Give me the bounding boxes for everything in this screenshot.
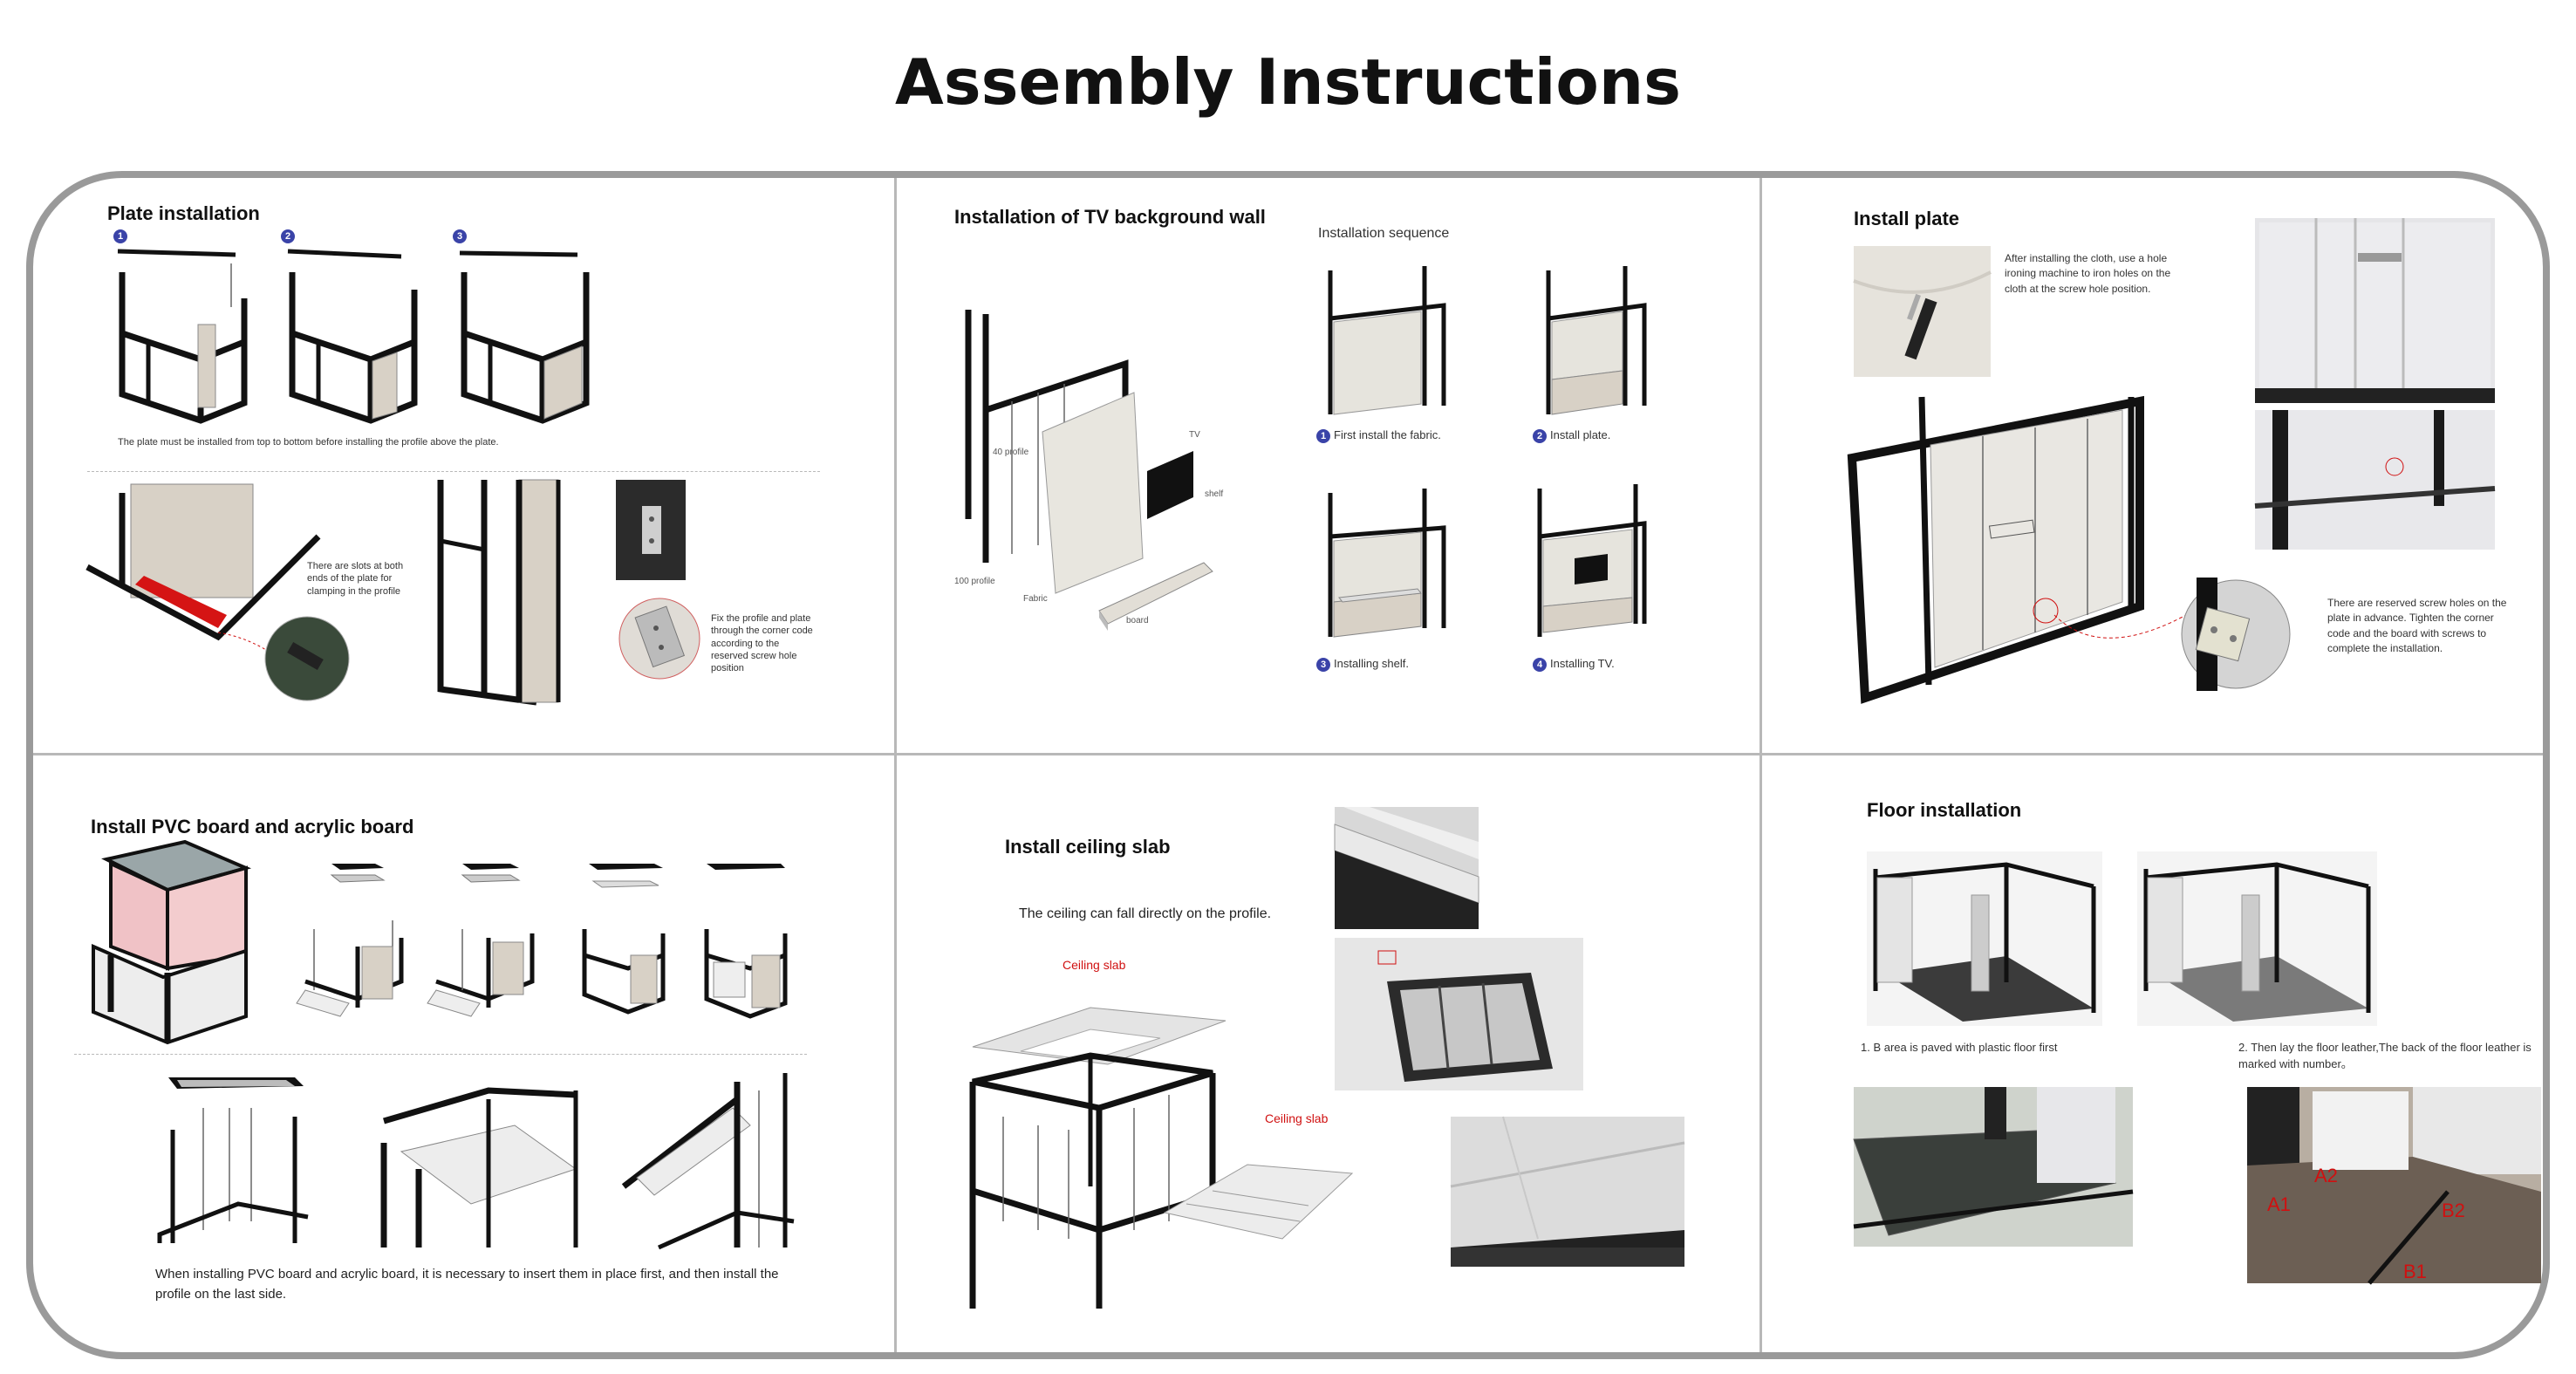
plate-slot-detail-drawing bbox=[87, 484, 375, 711]
cloth-ironing-photo bbox=[1854, 246, 1991, 377]
page-title: Assembly Instructions bbox=[0, 45, 2576, 119]
divider-row bbox=[33, 753, 2543, 755]
pvc-detail-3-drawing bbox=[615, 1073, 798, 1248]
plate-step-badge-1: 1 bbox=[113, 229, 131, 244]
ceiling-exploded-drawing bbox=[960, 977, 1352, 1309]
label-shelf: shelf bbox=[1205, 489, 1223, 499]
ceiling-note: The ceiling can fall directly on the pro… bbox=[1019, 904, 1271, 925]
plate-step-2-drawing bbox=[284, 246, 423, 429]
plate-step-3-drawing bbox=[455, 246, 595, 429]
floor-photo-2 bbox=[2247, 1087, 2541, 1283]
floor-note-1: 1. B area is paved with plastic floor fi… bbox=[1861, 1040, 2057, 1056]
ceiling-photo-2 bbox=[1335, 938, 1583, 1090]
plate-step-badge-2: 2 bbox=[281, 229, 298, 244]
plate-installation-title: Plate installation bbox=[107, 202, 260, 225]
pvc-step-3-drawing bbox=[580, 859, 667, 1025]
install-plate-title: Install plate bbox=[1854, 208, 1959, 230]
plate-step-badge-3: 3 bbox=[453, 229, 470, 244]
floor-note-2: 2. Then lay the floor leather,The back o… bbox=[2238, 1040, 2552, 1073]
plate-photo-top bbox=[2255, 218, 2495, 403]
floor-marker-b2: B2 bbox=[2442, 1200, 2465, 1222]
ceiling-photo-3 bbox=[1451, 1117, 1684, 1267]
installation-sequence-title: Installation sequence bbox=[1318, 223, 1449, 243]
floor-photo-1 bbox=[1854, 1087, 2133, 1247]
label-100-profile: 100 profile bbox=[954, 577, 995, 586]
pvc-step-2-drawing bbox=[427, 859, 541, 1025]
plate-step-1-drawing bbox=[113, 246, 253, 429]
plate-photo-bottom bbox=[2255, 410, 2495, 550]
pvc-step-4-drawing bbox=[698, 859, 794, 1025]
install-plate-note-cloth: After installing the cloth, use a hole i… bbox=[2005, 251, 2188, 297]
tv-seq-2-drawing bbox=[1540, 266, 1671, 419]
corner-code-photo-small bbox=[616, 480, 686, 580]
install-plate-note-screw: There are reserved screw holes on the pl… bbox=[2327, 596, 2511, 657]
ceiling-photo-1 bbox=[1335, 807, 1479, 929]
divider-col-2 bbox=[1759, 178, 1762, 1352]
pvc-title: Install PVC board and acrylic board bbox=[91, 816, 413, 838]
plate-note-slots: There are slots at both ends of the plat… bbox=[307, 560, 407, 598]
ceiling-slab-label-a: Ceiling slab bbox=[1063, 958, 1125, 972]
tv-seq-3-drawing bbox=[1322, 489, 1452, 641]
plate-note-top: The plate must be installed from top to … bbox=[118, 436, 728, 448]
pvc-detail-2-drawing bbox=[384, 1073, 584, 1248]
plate-fix-detail-drawing bbox=[432, 480, 589, 707]
plate-note-fix: Fix the profile and plate through the co… bbox=[711, 612, 816, 674]
tv-seq-4-drawing bbox=[1522, 484, 1653, 641]
floor-marker-a2: A2 bbox=[2314, 1165, 2338, 1187]
red-dashed-callout bbox=[2050, 602, 2198, 663]
floor-title: Floor installation bbox=[1867, 799, 2021, 822]
corner-code-zoom-circle-2 bbox=[2179, 578, 2292, 691]
pvc-note: When installing PVC board and acrylic bo… bbox=[155, 1265, 801, 1304]
label-tv: TV bbox=[1189, 430, 1200, 440]
floor-drawing-2 bbox=[2137, 851, 2377, 1026]
tv-wall-exploded-drawing bbox=[960, 310, 1230, 632]
floor-marker-a1: A1 bbox=[2267, 1193, 2291, 1216]
label-40-profile: 40 profile bbox=[993, 448, 1028, 457]
floor-drawing-1 bbox=[1867, 851, 2102, 1026]
plate-dash-divider bbox=[87, 471, 820, 472]
tv-seq-1-drawing bbox=[1322, 266, 1452, 419]
pvc-step-1-drawing bbox=[297, 859, 410, 1025]
label-board: board bbox=[1126, 616, 1149, 625]
pvc-dash-divider bbox=[74, 1054, 807, 1055]
label-fabric: Fabric bbox=[1023, 594, 1048, 604]
corner-code-zoom-circle bbox=[616, 595, 703, 682]
pvc-main-drawing bbox=[89, 842, 255, 1044]
divider-col-1 bbox=[894, 178, 897, 1352]
floor-marker-b1: B1 bbox=[2403, 1261, 2427, 1283]
tv-wall-title: Installation of TV background wall bbox=[954, 206, 1266, 229]
ceiling-title: Install ceiling slab bbox=[1005, 836, 1171, 858]
pvc-detail-1-drawing bbox=[155, 1073, 312, 1248]
